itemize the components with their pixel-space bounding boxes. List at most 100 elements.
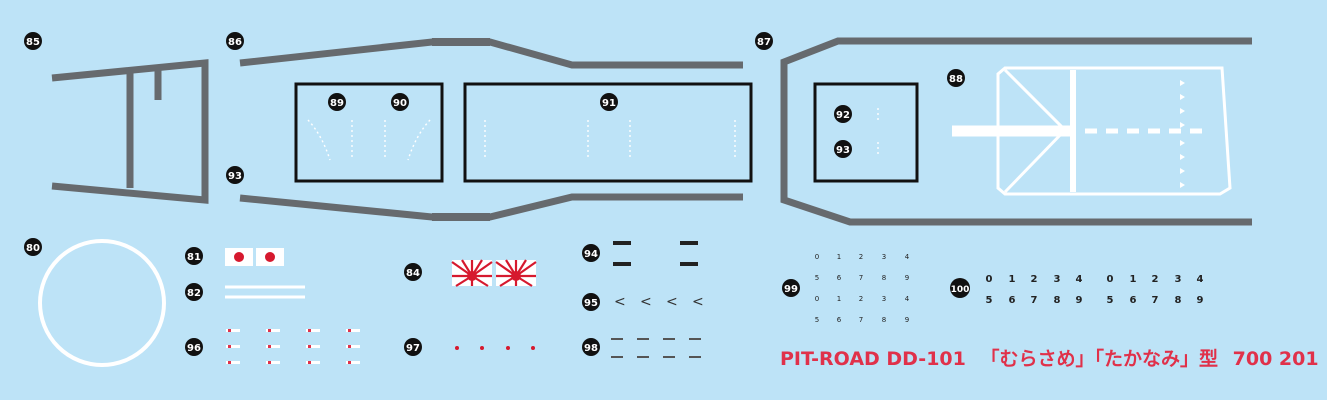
digit: 3 [882,295,886,303]
decal-89-90-ticks [307,119,431,161]
decal-91-ticks [484,120,736,160]
digit: 4 [905,295,910,303]
digit: 0 [815,253,819,261]
digit: 1 [837,253,841,261]
digit: 3 [882,253,886,261]
svg-text:97: 97 [406,343,420,354]
marker-88: 88 [947,69,965,87]
digit: 1 [837,295,841,303]
svg-text:99: 99 [784,284,798,295]
digit: 3 [1175,274,1182,285]
marker-87: 87 [755,32,773,50]
decal-92-93-frame [813,82,919,183]
chevron-mark: < [666,294,678,310]
decal-88-flight-deck-markings [952,66,1232,196]
digit: 2 [1152,274,1159,285]
decal-100-digits: 0 1 2 3 4 0 1 2 3 4 5 6 7 8 9 5 6 7 8 9 [986,274,1204,306]
decal-82-stripes [225,285,305,299]
marker-84: 84 [404,263,422,281]
marker-99: 99 [782,279,800,297]
decal-94-small-labels [613,241,698,266]
marker-94: 94 [582,244,600,262]
decal-89-90-frame [294,82,444,183]
digit: 8 [882,316,886,324]
digit: 5 [815,274,819,282]
digit: 5 [1107,295,1114,306]
marker-92: 92 [834,105,852,123]
digit: 6 [1009,295,1016,306]
svg-text:96: 96 [187,343,201,354]
svg-text:100: 100 [951,285,970,295]
svg-text:93: 93 [228,171,242,182]
svg-text:85: 85 [26,37,40,48]
chevron-mark: < [614,294,626,310]
svg-text:98: 98 [584,343,598,354]
chevron-mark: < [640,294,652,310]
svg-text:91: 91 [602,98,616,109]
product-code: 700 201 [1232,348,1319,370]
digit: 4 [905,253,910,261]
decal-80-ring [38,239,166,367]
marker-82: 82 [185,283,203,301]
digit: 9 [1197,295,1204,306]
decal-96-small-labels [226,329,360,364]
digit: 0 [986,274,993,285]
svg-text:87: 87 [757,37,771,48]
marker-93: 93 [834,140,852,158]
digit: 6 [837,274,842,282]
svg-text:84: 84 [406,268,420,279]
digit: 0 [815,295,819,303]
decal-sheet: < < < < 0 1 2 3 4 5 6 7 8 9 0 1 2 3 4 [24,32,1252,367]
marker-90: 90 [391,93,409,111]
ship-names: 「むらさめ」「たかなみ」型 [980,348,1218,370]
digit: 7 [1031,295,1038,306]
marker-89: 89 [328,93,346,111]
digit: 5 [986,295,993,306]
svg-text:88: 88 [949,74,963,85]
marker-93: 93 [226,166,244,184]
digit: 5 [815,316,819,324]
svg-text:92: 92 [836,110,850,121]
decal-84-ensigns [451,259,537,287]
decal-91-frame [463,82,753,183]
marker-97: 97 [404,338,422,356]
svg-text:86: 86 [228,37,242,48]
decal-86-deck-outline [239,38,743,221]
digit: 0 [1107,274,1114,285]
svg-text:80: 80 [26,243,40,254]
digit: 7 [859,316,863,324]
sheet-footer: PIT-ROAD DD-101 「むらさめ」「たかなみ」型 700 201 [780,344,1319,371]
digit: 9 [905,316,909,324]
digit: 9 [905,274,909,282]
digit: 1 [1130,274,1137,285]
part-markers: 85 86 87 88 89 90 91 92 93 93 80 81 82 8… [24,32,970,356]
digit: 3 [1054,274,1061,285]
digit: 2 [859,253,863,261]
digit: 1 [1009,274,1016,285]
decal-85-deck-frame [51,59,209,204]
digit: 8 [1175,295,1182,306]
svg-text:82: 82 [187,288,201,299]
decal-81-flags [225,248,284,266]
svg-text:89: 89 [330,98,344,109]
decal-99-digits: 0 1 2 3 4 5 6 7 8 9 0 1 2 3 4 5 6 7 8 9 [815,253,910,324]
marker-100: 100 [950,278,970,298]
marker-91: 91 [600,93,618,111]
marker-98: 98 [582,338,600,356]
digit: 6 [837,316,842,324]
digit: 8 [1054,295,1061,306]
decal-87-deck-outline [780,37,1252,226]
decal-97-red-dots [455,346,535,350]
brand-label: PIT-ROAD DD-101 [780,348,966,370]
marker-96: 96 [185,338,203,356]
digit: 4 [1197,274,1204,285]
digit: 7 [1152,295,1159,306]
digit: 9 [1076,295,1083,306]
decal-98-dashes [611,338,701,358]
svg-text:95: 95 [584,298,598,309]
digit: 6 [1130,295,1137,306]
svg-text:90: 90 [393,98,407,109]
digit: 2 [1031,274,1038,285]
marker-86: 86 [226,32,244,50]
marker-81: 81 [185,247,203,265]
